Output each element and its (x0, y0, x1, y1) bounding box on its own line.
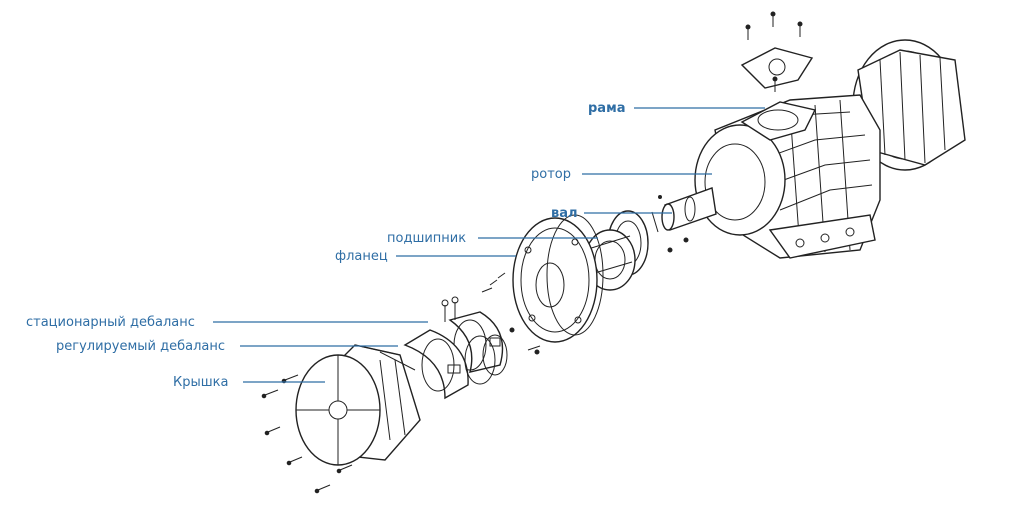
label-text-fixed-unbalance: стационарный дебаланс (26, 315, 195, 330)
adjustable-unbalance (403, 329, 508, 400)
label-adjustable-unbalance: регулируемый дебаланс (56, 339, 398, 354)
shaft (651, 187, 717, 253)
label-cover: Крышка (173, 375, 325, 390)
label-text-bearing: подшипник (387, 231, 466, 246)
label-fixed-unbalance: стационарный дебаланс (26, 315, 428, 330)
cover (261, 344, 421, 494)
label-rotor: ротор (531, 167, 712, 182)
label-text-frame: рама (588, 101, 625, 116)
flange (481, 214, 604, 355)
lid-screws (745, 11, 803, 92)
label-text-flange: фланец (335, 249, 388, 264)
motor-housing (694, 11, 966, 259)
label-text-cover: Крышка (173, 375, 228, 390)
label-text-rotor: ротор (531, 167, 571, 182)
label-text-adjustable-unbalance: регулируемый дебаланс (56, 339, 225, 354)
label-shaft: вал (551, 206, 672, 221)
cover-screws (261, 374, 353, 494)
label-frame: рама (588, 101, 765, 116)
label-bearing: подшипник (387, 231, 598, 246)
label-flange: фланец (335, 249, 516, 264)
label-text-shaft: вал (551, 206, 578, 221)
